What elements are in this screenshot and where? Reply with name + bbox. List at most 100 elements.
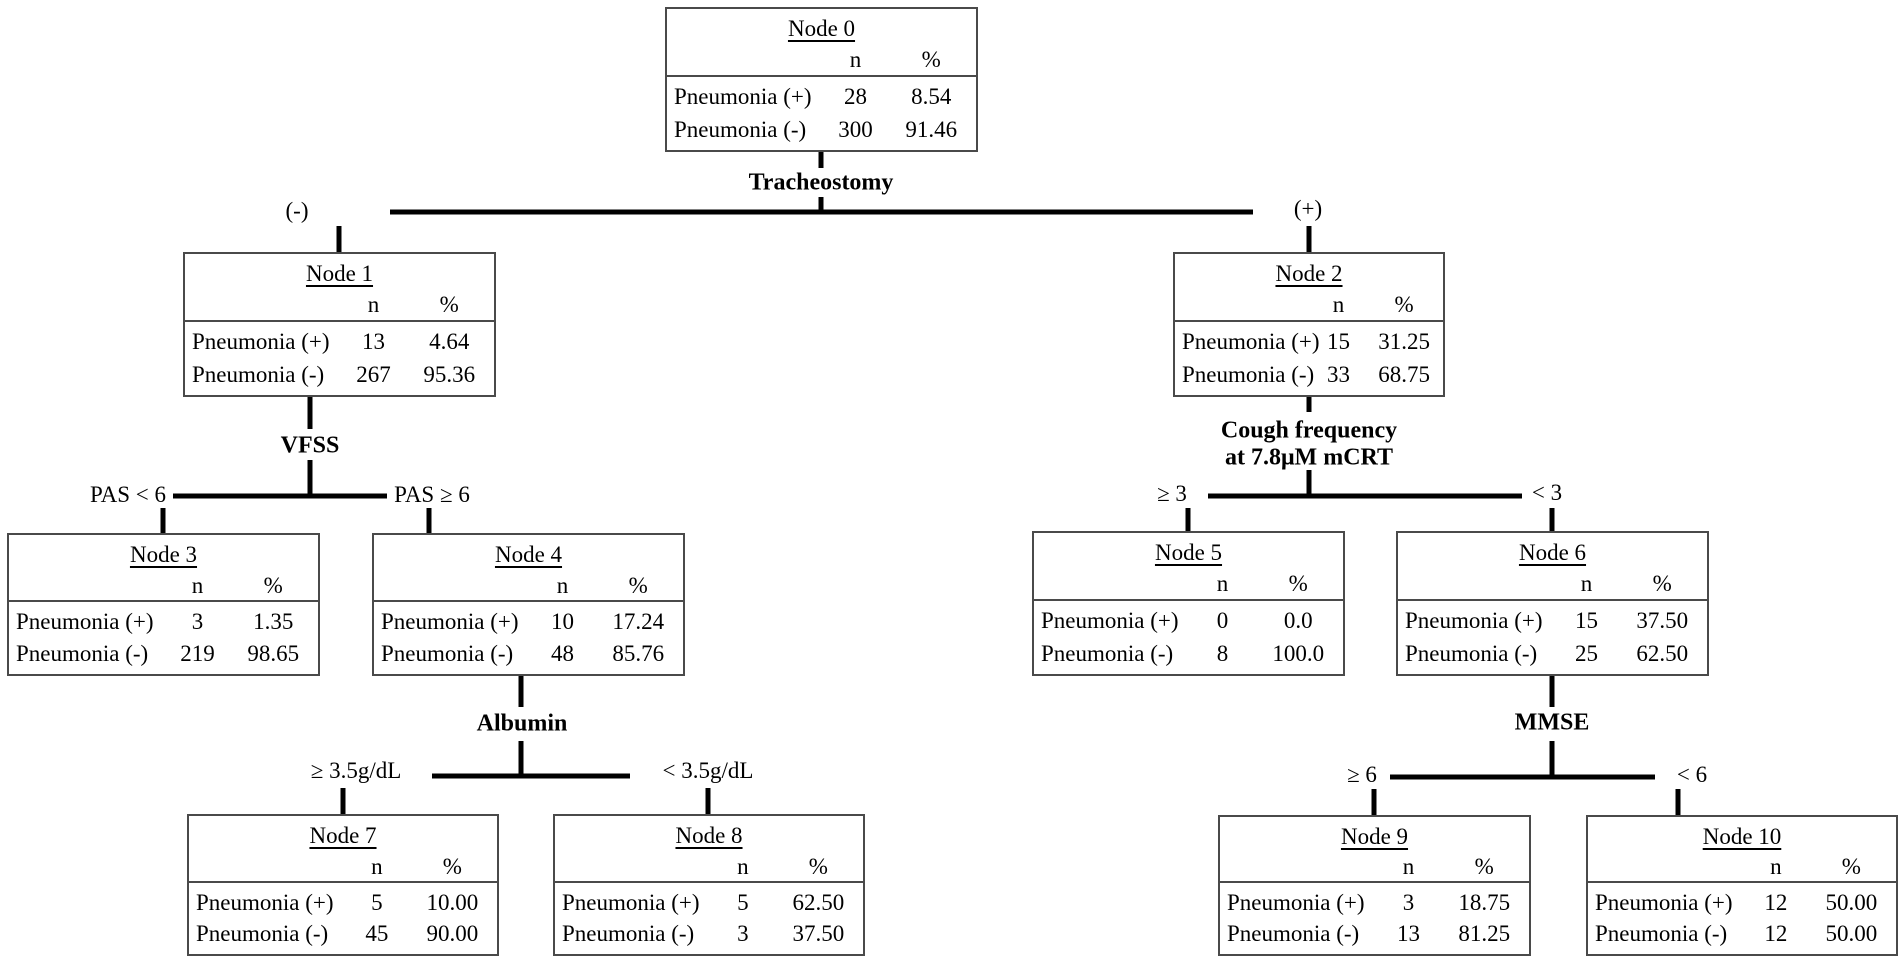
node-7-box: Node 7 n % Pneumonia (+) 5 10.00 Pneumon… bbox=[187, 814, 499, 956]
row-pct-value: 31.25 bbox=[1378, 329, 1430, 355]
col-header-n: n bbox=[556, 572, 569, 598]
node-0-box: Node 0 n % Pneumonia (+) 28 8.54 Pneumon… bbox=[665, 7, 978, 152]
row-n-value: 10 bbox=[550, 609, 574, 635]
table-row: Pneumonia (+) 5 62.50 bbox=[555, 891, 863, 915]
row-label: Pneumonia (-) bbox=[381, 641, 514, 667]
row-n-value: 13 bbox=[1396, 921, 1420, 947]
header-separator bbox=[1220, 881, 1529, 884]
row-label: Pneumonia (+) bbox=[381, 609, 519, 635]
table-row: Pneumonia (-) 12 50.00 bbox=[1588, 922, 1896, 946]
row-pct-value: 95.36 bbox=[423, 361, 476, 387]
node-title-row: Node 2 bbox=[1175, 262, 1443, 285]
node-8-box: Node 8 n % Pneumonia (+) 5 62.50 Pneumon… bbox=[553, 814, 865, 956]
col-header-pct: % bbox=[1394, 292, 1414, 318]
node-1-box: Node 1 n % Pneumonia (+) 13 4.64 Pneumon… bbox=[183, 252, 496, 397]
row-pct-value: 98.65 bbox=[247, 641, 300, 667]
node-header-row: n % bbox=[1175, 293, 1443, 317]
split-label-mmse: MMSE bbox=[1514, 709, 1590, 736]
table-row: Pneumonia (+) 5 10.00 bbox=[189, 891, 497, 915]
col-header-pct: % bbox=[442, 853, 462, 879]
branch-label-tracheostomy-positive: (+) bbox=[1290, 196, 1326, 222]
row-pct-value: 90.00 bbox=[426, 921, 479, 947]
branch-label-albumin-ge-3-5: ≥ 3.5g/dL bbox=[307, 758, 405, 784]
col-header-pct: % bbox=[439, 292, 459, 318]
node-title: Node 9 bbox=[1340, 824, 1409, 850]
table-row: Pneumonia (-) 33 68.75 bbox=[1175, 363, 1443, 387]
row-label: Pneumonia (+) bbox=[1182, 329, 1320, 355]
col-header-n: n bbox=[1332, 292, 1345, 318]
row-pct-value: 85.76 bbox=[612, 641, 665, 667]
node-title-row: Node 5 bbox=[1034, 541, 1343, 564]
row-label: Pneumonia (-) bbox=[1182, 361, 1315, 387]
branch-label-albumin-lt-3-5: < 3.5g/dL bbox=[659, 758, 757, 784]
node-header-row: n % bbox=[374, 574, 683, 598]
row-label: Pneumonia (-) bbox=[1227, 921, 1360, 947]
header-separator bbox=[555, 880, 863, 883]
node-title-row: Node 7 bbox=[189, 824, 497, 847]
row-pct-value: 8.54 bbox=[911, 84, 952, 110]
table-row: Pneumonia (-) 3 37.50 bbox=[555, 922, 863, 946]
col-header-pct: % bbox=[628, 572, 648, 598]
node-6-box: Node 6 n % Pneumonia (+) 15 37.50 Pneumo… bbox=[1396, 531, 1709, 676]
row-label: Pneumonia (+) bbox=[16, 609, 154, 635]
table-row: Pneumonia (-) 48 85.76 bbox=[374, 642, 683, 666]
table-row: Pneumonia (+) 3 1.35 bbox=[9, 610, 318, 634]
node-title: Node 8 bbox=[675, 823, 743, 849]
row-n-value: 5 bbox=[371, 889, 383, 915]
node-title-row: Node 1 bbox=[185, 262, 494, 285]
table-row: Pneumonia (+) 12 50.00 bbox=[1588, 891, 1896, 915]
row-label: Pneumonia (-) bbox=[1595, 921, 1728, 947]
col-header-pct: % bbox=[1288, 571, 1308, 597]
split-label-cough-frequency-line1: Cough frequency bbox=[1220, 417, 1398, 444]
table-row: Pneumonia (+) 15 37.50 bbox=[1398, 609, 1707, 633]
row-label: Pneumonia (+) bbox=[1405, 608, 1543, 634]
node-title: Node 3 bbox=[129, 542, 198, 568]
branch-label-pas-ge-6: PAS ≥ 6 bbox=[391, 482, 473, 508]
row-n-value: 33 bbox=[1326, 361, 1350, 387]
row-label: Pneumonia (+) bbox=[1227, 889, 1365, 915]
split-label-vfss: VFSS bbox=[280, 432, 340, 459]
header-separator bbox=[189, 880, 497, 883]
col-header-pct: % bbox=[1652, 571, 1672, 597]
row-pct-value: 50.00 bbox=[1825, 921, 1878, 947]
row-label: Pneumonia (+) bbox=[1041, 608, 1179, 634]
table-row: Pneumonia (-) 267 95.36 bbox=[185, 363, 494, 387]
node-title: Node 1 bbox=[305, 261, 374, 287]
node-title: Node 0 bbox=[787, 16, 856, 42]
row-n-value: 45 bbox=[365, 921, 389, 947]
node-title: Node 5 bbox=[1154, 540, 1223, 566]
col-header-pct: % bbox=[263, 572, 283, 598]
row-pct-value: 68.75 bbox=[1378, 361, 1430, 387]
node-title-row: Node 8 bbox=[555, 824, 863, 847]
row-pct-value: 37.50 bbox=[792, 921, 845, 947]
row-n-value: 300 bbox=[838, 116, 873, 142]
row-pct-value: 0.0 bbox=[1283, 608, 1313, 634]
row-n-value: 267 bbox=[356, 361, 391, 387]
node-header-row: n % bbox=[189, 855, 497, 879]
header-separator bbox=[185, 320, 494, 323]
node-title-row: Node 6 bbox=[1398, 541, 1707, 564]
node-title: Node 10 bbox=[1702, 824, 1782, 850]
table-row: Pneumonia (+) 10 17.24 bbox=[374, 610, 683, 634]
branch-label-pas-lt-6: PAS < 6 bbox=[86, 482, 170, 508]
row-pct-value: 91.46 bbox=[905, 116, 958, 142]
table-row: Pneumonia (-) 25 62.50 bbox=[1398, 642, 1707, 666]
row-pct-value: 10.00 bbox=[426, 889, 479, 915]
node-header-row: n % bbox=[555, 855, 863, 879]
node-header-row: n % bbox=[1588, 855, 1896, 879]
row-label: Pneumonia (-) bbox=[16, 641, 149, 667]
row-pct-value: 50.00 bbox=[1825, 889, 1878, 915]
col-header-pct: % bbox=[1841, 854, 1861, 880]
table-row: Pneumonia (-) 8 100.0 bbox=[1034, 642, 1343, 666]
row-label: Pneumonia (-) bbox=[562, 921, 695, 947]
edge-group bbox=[160, 152, 1681, 817]
col-header-n: n bbox=[1770, 854, 1782, 880]
split-label-tracheostomy: Tracheostomy bbox=[748, 169, 894, 196]
node-title: Node 6 bbox=[1518, 540, 1587, 566]
col-header-pct: % bbox=[1474, 854, 1494, 880]
table-row: Pneumonia (+) 0 0.0 bbox=[1034, 609, 1343, 633]
node-title-row: Node 9 bbox=[1220, 825, 1529, 848]
row-n-value: 3 bbox=[1402, 889, 1415, 915]
node-header-row: n % bbox=[1220, 855, 1529, 879]
